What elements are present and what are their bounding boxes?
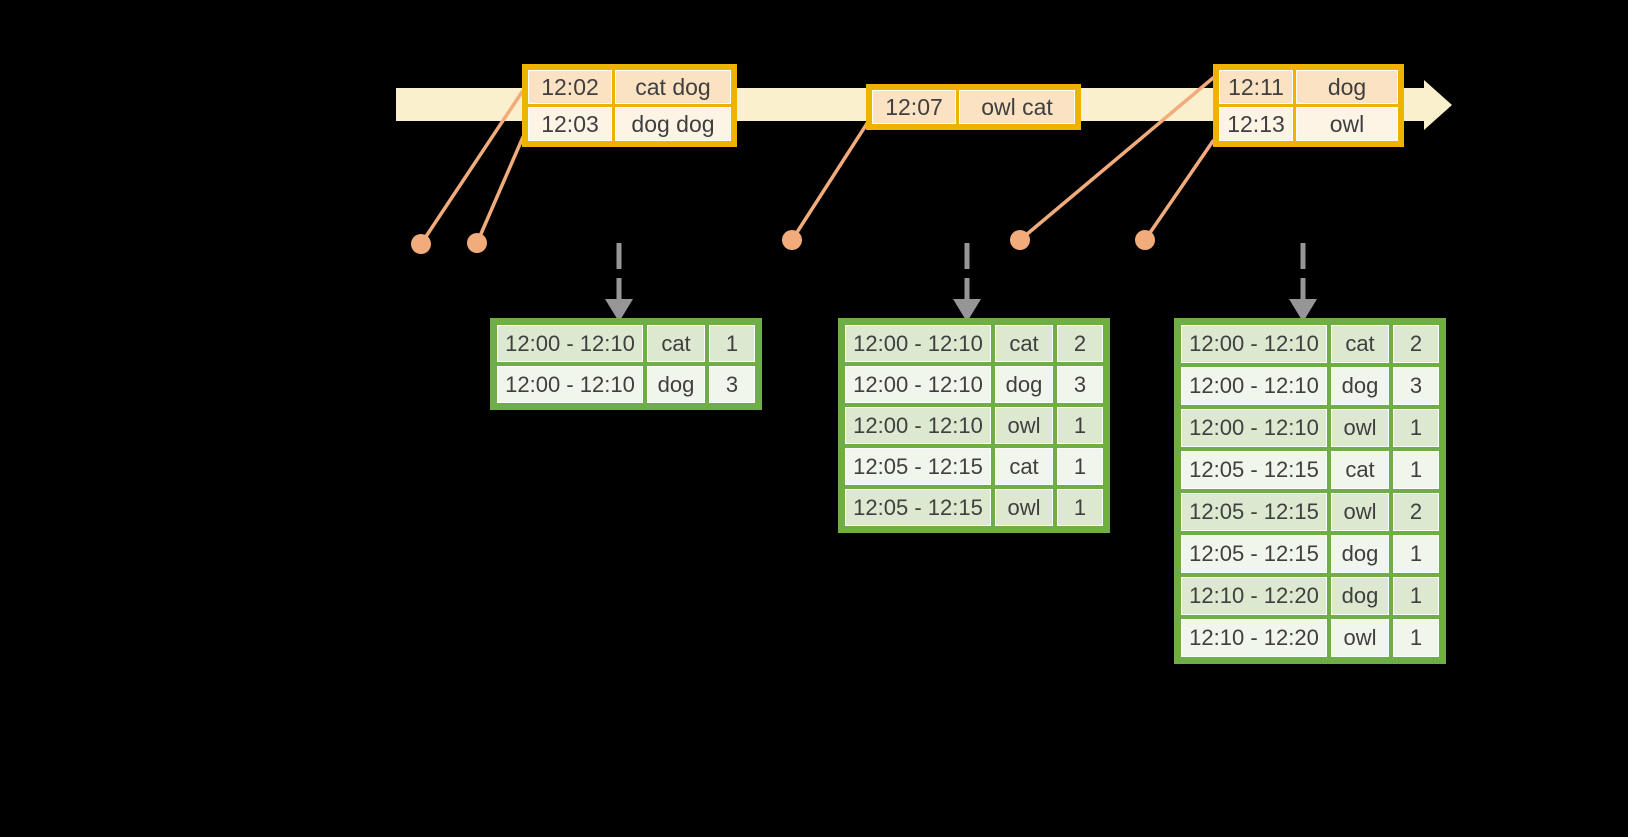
window-cell: 12:00 - 12:10	[845, 407, 991, 444]
count-cell: 3	[1393, 367, 1439, 405]
word-cell: cat	[995, 325, 1053, 362]
window-cell: 12:00 - 12:10	[845, 325, 991, 362]
window-cell: 12:00 - 12:10	[1181, 325, 1327, 363]
event-dot	[782, 230, 802, 250]
count-cell: 1	[1393, 535, 1439, 573]
arrow-down-icon	[605, 299, 633, 322]
event-connectors	[411, 76, 1215, 254]
window-cell: 12:00 - 12:10	[1181, 367, 1327, 405]
count-cell: 2	[1393, 493, 1439, 531]
event-time-cell: 12:07	[872, 90, 956, 124]
word-cell: dog	[1331, 367, 1389, 405]
word-cell: owl	[995, 407, 1053, 444]
word-cell: cat	[1331, 325, 1389, 363]
event-words-cell: owl	[1296, 107, 1398, 141]
count-cell: 1	[1057, 448, 1103, 485]
count-cell: 3	[1057, 366, 1103, 403]
event-time-cell: 12:11	[1219, 70, 1293, 104]
event-words-cell: dog	[1296, 70, 1398, 104]
word-cell: owl	[1331, 409, 1389, 447]
count-cell: 1	[1393, 409, 1439, 447]
window-cell: 12:10 - 12:20	[1181, 619, 1327, 657]
event-dot	[1135, 230, 1155, 250]
arrow-down-icon	[1289, 299, 1317, 322]
window-cell: 12:05 - 12:15	[1181, 493, 1327, 531]
window-cell: 12:00 - 12:10	[845, 366, 991, 403]
connector-line	[1143, 139, 1215, 242]
trigger-arrows	[605, 243, 1317, 322]
word-cell: cat	[647, 325, 705, 362]
window-cell: 12:05 - 12:15	[1181, 535, 1327, 573]
window-cell: 12:00 - 12:10	[1181, 409, 1327, 447]
count-cell: 2	[1393, 325, 1439, 363]
event-dot	[1010, 230, 1030, 250]
word-cell: cat	[1331, 451, 1389, 489]
word-cell: owl	[995, 489, 1053, 526]
event-time-cell: 12:03	[528, 107, 612, 141]
count-cell: 1	[1057, 407, 1103, 444]
word-cell: dog	[1331, 577, 1389, 615]
count-cell: 1	[1393, 451, 1439, 489]
window-cell: 12:00 - 12:10	[497, 325, 643, 362]
arrow-down-icon	[953, 299, 981, 322]
window-cell: 12:05 - 12:15	[1181, 451, 1327, 489]
word-cell: dog	[995, 366, 1053, 403]
count-cell: 1	[1393, 619, 1439, 657]
count-cell: 3	[709, 366, 755, 403]
word-cell: dog	[1331, 535, 1389, 573]
event-words-cell: dog dog	[615, 107, 731, 141]
event-dot	[467, 233, 487, 253]
connector-line	[790, 120, 870, 242]
event-dot	[411, 234, 431, 254]
event-words-cell: owl cat	[959, 90, 1075, 124]
event-time-cell: 12:02	[528, 70, 612, 104]
word-cell: dog	[647, 366, 705, 403]
count-cell: 1	[1393, 577, 1439, 615]
connector-line	[475, 135, 525, 245]
window-cell: 12:05 - 12:15	[845, 448, 991, 485]
count-cell: 1	[1057, 489, 1103, 526]
event-words-cell: cat dog	[615, 70, 731, 104]
count-cell: 1	[709, 325, 755, 362]
count-cell: 2	[1057, 325, 1103, 362]
window-cell: 12:00 - 12:10	[497, 366, 643, 403]
timeline-arrowhead-icon	[1424, 80, 1452, 130]
connector-line	[419, 90, 524, 246]
window-cell: 12:10 - 12:20	[1181, 577, 1327, 615]
word-cell: owl	[1331, 619, 1389, 657]
event-time-cell: 12:13	[1219, 107, 1293, 141]
connector-line	[1018, 76, 1215, 242]
word-cell: owl	[1331, 493, 1389, 531]
word-cell: cat	[995, 448, 1053, 485]
window-cell: 12:05 - 12:15	[845, 489, 991, 526]
